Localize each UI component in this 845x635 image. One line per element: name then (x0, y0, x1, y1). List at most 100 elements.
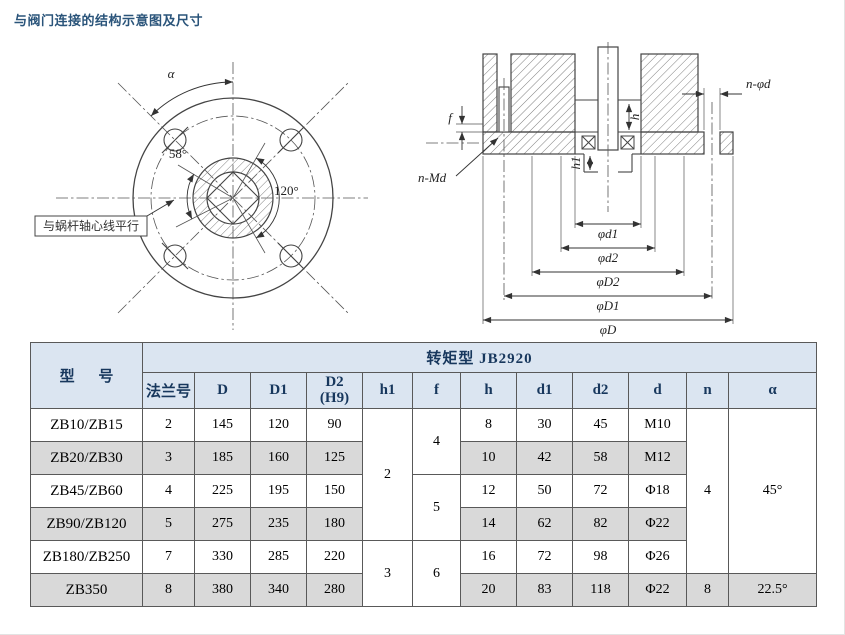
cell-h: 12 (460, 474, 517, 508)
cell-flange: 8 (142, 573, 195, 607)
col-header-d: d (628, 372, 687, 409)
cell-model: ZB180/ZB250 (30, 540, 143, 574)
h-label: h (627, 114, 642, 121)
cell-d2: 118 (572, 573, 629, 607)
cell-d1: 72 (516, 540, 573, 574)
angle-58-lines (175, 164, 234, 228)
angle-120-lines (232, 142, 266, 254)
bearing-washers (581, 135, 635, 150)
angle-120-label: 120° (274, 183, 299, 198)
cell-alpha: 45° (727, 408, 818, 574)
housing-section (482, 53, 734, 155)
cell-flange: 4 (142, 474, 195, 508)
cell-d2: 98 (572, 540, 629, 574)
cell-D1: 235 (250, 507, 307, 541)
cell-D2: 180 (306, 507, 363, 541)
cell-D1: 340 (250, 573, 307, 607)
cell-D1: 160 (250, 441, 307, 475)
cell-d: Φ26 (628, 540, 687, 574)
cell-D: 145 (194, 408, 251, 442)
cell-D: 380 (194, 573, 251, 607)
cell-D2: 125 (306, 441, 363, 475)
col-header-n: n (686, 372, 729, 409)
table-row: ZB180/ZB250 7 330 285 220 3 6 16 72 98 Φ… (30, 540, 817, 607)
cell-d: Φ22 (628, 507, 687, 541)
angle-120-arc (255, 157, 280, 239)
cell-flange: 3 (142, 441, 195, 475)
cell-model: ZB20/ZB30 (30, 441, 143, 475)
angle-58-label: 58° (169, 146, 187, 161)
note-box (34, 215, 148, 237)
square-bore (206, 171, 260, 225)
cell-model: ZB90/ZB120 (30, 507, 143, 541)
flange-front-view-diagram: α 58° 120° 与蜗杆轴心线平行 (34, 62, 368, 330)
cell-D1: 195 (250, 474, 307, 508)
col-header-flange: 法兰号 (142, 372, 195, 409)
flange-outer-circle (132, 97, 334, 299)
col-header-D1: D1 (250, 372, 307, 409)
cell-flange: 2 (142, 408, 195, 442)
bolt-holes-label: n-φd (746, 76, 771, 91)
cell-D: 330 (194, 540, 251, 574)
col-header-d1: d1 (516, 372, 573, 409)
bore-steps (575, 99, 641, 173)
cell-D: 225 (194, 474, 251, 508)
cell-model: ZB10/ZB15 (30, 408, 143, 442)
note-leader (146, 199, 175, 217)
cell-f: 5 (412, 474, 461, 541)
cell-D2: 90 (306, 408, 363, 442)
table-row: ZB10/ZB15 2 145 120 90 2 4 8 30 45 M10 4… (30, 408, 818, 574)
alpha-label: α (168, 66, 176, 81)
cell-n: 8 (686, 573, 729, 607)
col-header-D: D (194, 372, 251, 409)
centerlines (56, 62, 368, 330)
diameter-dim-lines (483, 220, 733, 324)
col-header-f: f (412, 372, 461, 409)
cell-d1: 50 (516, 474, 573, 508)
cell-flange: 5 (142, 507, 195, 541)
cell-f: 6 (412, 540, 461, 607)
table-header-row-1: 型 号 转矩型 JB2920 (30, 342, 818, 409)
cell-d2: 72 (572, 474, 629, 508)
table-row: ZB20/ZB30 3 185 160 125 10 42 58 M12 (30, 441, 817, 475)
cell-d: Φ18 (628, 474, 687, 508)
cell-flange: 7 (142, 540, 195, 574)
cell-h: 20 (460, 573, 517, 607)
col-header-d2: d2 (572, 372, 629, 409)
cell-h: 14 (460, 507, 517, 541)
alpha-dimension-arc (150, 78, 234, 117)
cell-d1: 62 (516, 507, 573, 541)
cell-n: 4 (686, 408, 729, 574)
hub-hatching (193, 158, 273, 238)
diameter-extension-lines (482, 156, 734, 324)
cell-d1: 42 (516, 441, 573, 475)
f-label: f (448, 110, 454, 125)
table-row: ZB90/ZB120 5 275 235 180 14 62 82 Φ22 (30, 507, 817, 541)
cell-h1: 3 (362, 540, 413, 607)
cell-h: 8 (460, 408, 517, 442)
dim-label-d1: φd1 (598, 226, 618, 241)
flange-section-diagram: n-φd f n-Md h h1 φd1 φd2 φD2 φD1 φD (418, 42, 771, 337)
cell-D2: 150 (306, 474, 363, 508)
cell-d2: 58 (572, 441, 629, 475)
cell-h: 10 (460, 441, 517, 475)
dim-label-D1: φD1 (596, 298, 619, 313)
cell-D1: 120 (250, 408, 307, 442)
note-label: 与蜗杆轴心线平行 (43, 218, 139, 233)
col-header-model: 型 号 (30, 342, 143, 409)
cell-D2: 280 (306, 573, 363, 607)
col-header-D2: D2 (H9) (306, 372, 363, 409)
cell-h: 16 (460, 540, 517, 574)
cell-d1: 30 (516, 408, 573, 442)
dim-label-D: φD (600, 322, 617, 337)
table-header-row-2: 法兰号 D D1 D2 (H9) h1 f h d1 d2 d n α (31, 372, 818, 409)
table-group-header: 转矩型 JB2920 (141, 342, 818, 373)
cell-model: ZB350 (30, 573, 143, 607)
angle-58-arc (185, 173, 195, 220)
cell-alpha: 22.5° (727, 573, 818, 607)
bolt-holes (161, 126, 305, 270)
threaded-holes-label: n-Md (418, 170, 447, 185)
cell-d1: 83 (516, 573, 573, 607)
dimension-table: 型 号 转矩型 JB2920 法兰号 D D1 D2 (H9) h1 f h d… (30, 342, 818, 607)
section-centerlines (426, 42, 713, 300)
